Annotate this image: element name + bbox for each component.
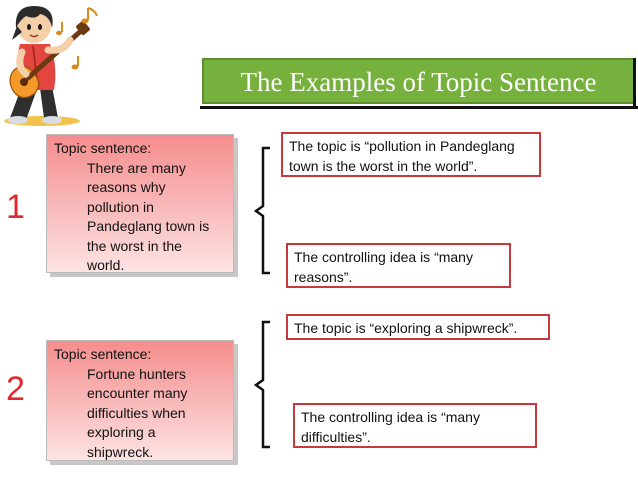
example-2-topic-sentence: Fortune hunters encounter many difficult… xyxy=(87,365,188,460)
example-2-topic-heading: Topic sentence: xyxy=(54,346,152,362)
title-side-rule xyxy=(633,58,636,108)
title-banner: The Examples of Topic Sentence xyxy=(202,58,635,104)
example-1-topic-heading: Topic sentence: xyxy=(54,140,152,156)
example-1-topic-note: The topic is “pollution in Pandeglang to… xyxy=(281,132,541,177)
example-1-topic-sentence: There are many reasons why pollution in … xyxy=(87,159,210,274)
example-2-brace xyxy=(253,320,270,449)
example-2-number: 2 xyxy=(6,370,25,408)
example-1-brace xyxy=(253,146,270,275)
example-2-topic-box: Topic sentence: Fortune hunters encounte… xyxy=(46,340,234,461)
example-1-controlling-note: The controlling idea is “many reasons”. xyxy=(286,243,511,288)
page-title: The Examples of Topic Sentence xyxy=(240,67,597,97)
guitarist-clipart-icon xyxy=(4,6,98,126)
example-2-controlling-note: The controlling idea is “many difficulti… xyxy=(293,403,537,448)
example-2-topic-note: The topic is “exploring a shipwreck”. xyxy=(286,314,550,340)
example-1-number: 1 xyxy=(6,188,25,226)
title-underline xyxy=(200,106,638,109)
example-1-topic-box: Topic sentence: There are many reasons w… xyxy=(46,134,234,273)
